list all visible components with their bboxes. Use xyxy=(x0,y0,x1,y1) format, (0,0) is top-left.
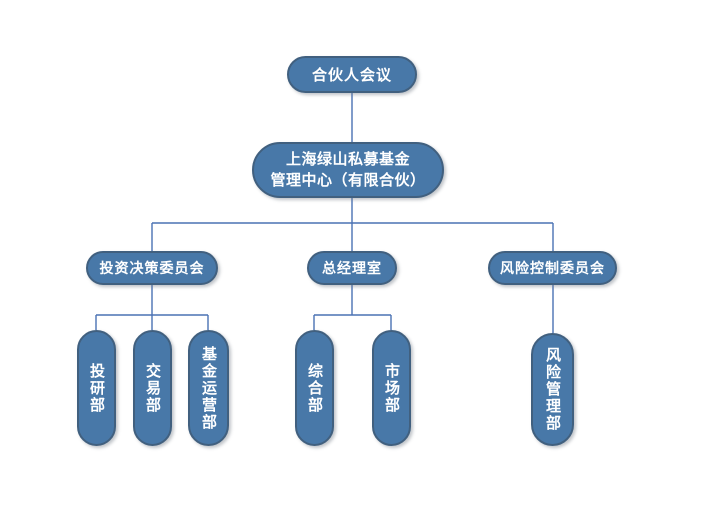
management-center-label: 上海绿山私募基金 管理中心（有限合伙） xyxy=(270,149,425,191)
node-partners-meeting: 合伙人会议 xyxy=(287,56,417,93)
node-fund-operations-dept: 基金运营部 xyxy=(188,330,229,446)
node-management-center: 上海绿山私募基金 管理中心（有限合伙） xyxy=(252,142,444,198)
node-gm-office: 总经理室 xyxy=(307,251,397,285)
node-market-dept: 市场部 xyxy=(372,330,411,446)
node-trading-dept: 交易部 xyxy=(133,330,172,446)
management-center-line1: 上海绿山私募基金 xyxy=(285,151,410,168)
node-research-dept: 投研部 xyxy=(77,330,116,446)
node-general-affairs-dept: 综合部 xyxy=(295,330,334,446)
node-investment-committee: 投资决策委员会 xyxy=(86,251,218,285)
management-center-line2: 管理中心（有限合伙） xyxy=(270,172,426,189)
node-risk-management-dept: 风险管理部 xyxy=(531,333,574,446)
node-risk-control-committee: 风险控制委员会 xyxy=(488,251,617,285)
